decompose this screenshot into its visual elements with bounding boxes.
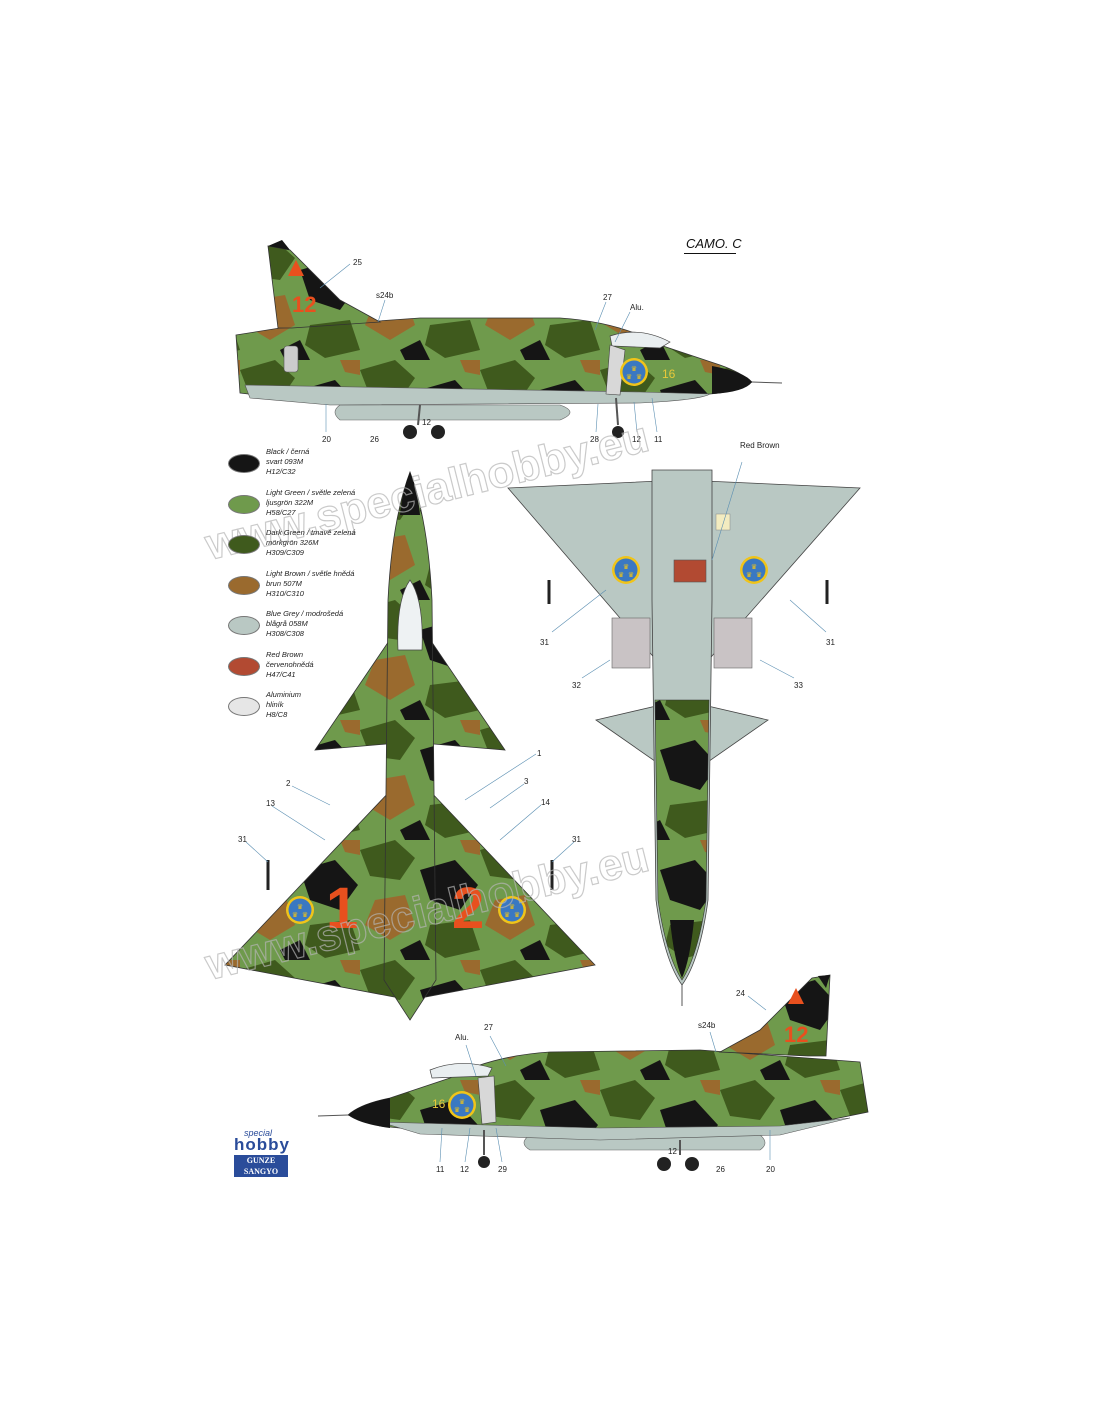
callout-label: 11 <box>436 1165 445 1174</box>
callout-label: 29 <box>498 1165 507 1174</box>
callout-label: s24b <box>698 1021 716 1030</box>
callout-label: 14 <box>541 798 550 807</box>
top-wing-code-1: 1 <box>326 876 358 941</box>
callout-label: 25 <box>353 258 362 267</box>
callout-lines-top <box>319 263 658 433</box>
callout-labels-planview: 1 2 3 13 14 31 31 <box>238 749 581 844</box>
callout-label: 13 <box>266 799 275 808</box>
side-view-bottom: 16 12 <box>317 974 869 1171</box>
side-top-fin-code: 12 <box>292 292 316 317</box>
callout-label: 11 <box>654 435 663 444</box>
callout-label: Alu. <box>455 1033 469 1042</box>
color-swatch <box>228 494 260 514</box>
callout-label: 27 <box>484 1023 493 1032</box>
callout-label: 3 <box>524 777 529 786</box>
brand-hobby-text: hobby <box>234 1135 290 1154</box>
callout-labels-bottom: Red Brown 31 31 32 33 <box>540 441 835 690</box>
brand-special-text: special <box>244 1128 273 1138</box>
callout-label: 27 <box>603 293 612 302</box>
top-view: 1 2 <box>224 470 596 1021</box>
callout-label: 1 <box>537 749 542 758</box>
callout-label: Alu. <box>630 303 644 312</box>
callout-label: 24 <box>736 989 745 998</box>
callout-label: 31 <box>572 835 581 844</box>
callout-lines-bottom-side <box>439 995 771 1163</box>
color-swatch <box>228 535 260 554</box>
callout-label: 12 <box>422 418 431 427</box>
callout-label: 26 <box>370 435 379 444</box>
callout-lines-bottom <box>551 461 827 679</box>
callout-label: 12 <box>668 1147 677 1156</box>
callout-lines-planview <box>245 753 575 863</box>
callout-labels-bottom-side: 24 s24b Alu. 27 11 12 29 12 26 20 <box>436 989 775 1174</box>
side-bottom-nose-code: 16 <box>432 1097 446 1111</box>
callout-label: 31 <box>238 835 247 844</box>
callout-label: 12 <box>460 1165 469 1174</box>
callout-label: 12 <box>632 435 641 444</box>
callout-labels-top: 25 s24b 27 Alu. 20 26 12 28 12 11 <box>322 258 663 444</box>
title-underline <box>684 253 736 254</box>
color-swatch <box>228 454 260 473</box>
side-bottom-fin-code: 12 <box>784 1022 808 1047</box>
callout-label: 26 <box>716 1165 725 1174</box>
color-swatch <box>228 656 260 676</box>
callout-label: 2 <box>286 779 291 788</box>
camo-title: CAMO. C <box>686 236 742 251</box>
color-swatch <box>228 697 260 716</box>
side-top-nose-code: 16 <box>662 367 676 381</box>
callout-label: 28 <box>590 435 599 444</box>
color-swatch <box>228 575 260 595</box>
color-swatch <box>228 616 260 635</box>
callout-label: 31 <box>826 638 835 647</box>
callout-label: s24b <box>376 291 394 300</box>
callout-label: 32 <box>572 681 581 690</box>
callout-label: 20 <box>322 435 331 444</box>
callout-label-red-brown: Red Brown <box>740 441 780 450</box>
top-wing-code-2: 2 <box>452 876 484 941</box>
callout-label: 33 <box>794 681 803 690</box>
bottom-view <box>507 469 861 1006</box>
callout-label: 20 <box>766 1165 775 1174</box>
callout-label: 31 <box>540 638 549 647</box>
side-view-top: 16 12 <box>235 240 783 439</box>
